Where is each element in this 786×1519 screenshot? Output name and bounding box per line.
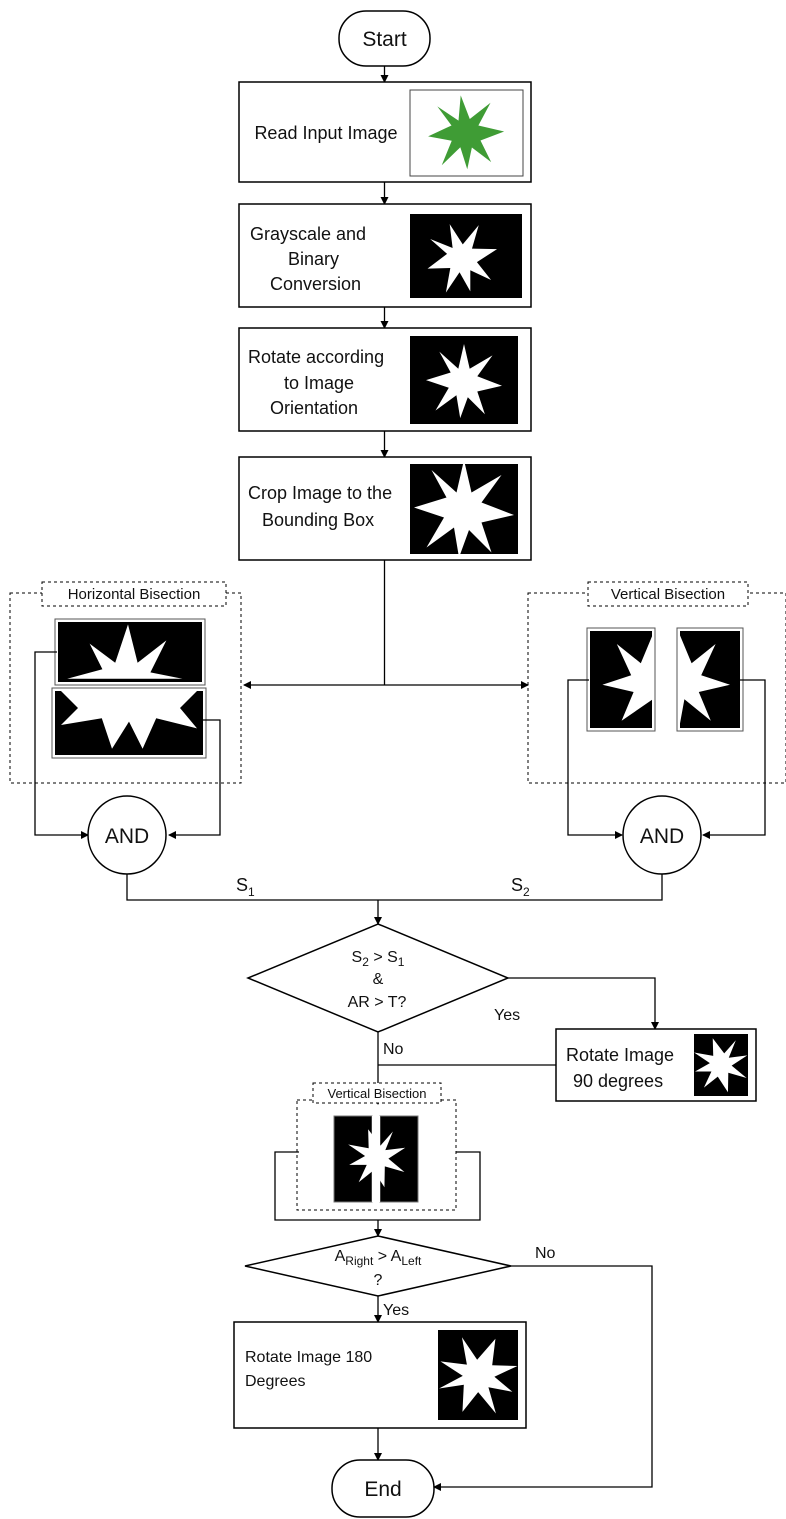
connector — [168, 719, 221, 839]
end-terminal — [331, 1459, 435, 1518]
vertical-bisection-title-box — [587, 581, 749, 607]
rotate-orientation-line2: to Image — [284, 373, 354, 393]
s2-label: S2 — [511, 875, 530, 899]
decision2-yes-label: Yes — [383, 1302, 409, 1319]
rotate-orientation-line1: Rotate according — [248, 347, 384, 367]
rotate-orientation-line3: Orientation — [270, 398, 358, 418]
rotate-90-line1: Rotate Image — [566, 1045, 674, 1065]
horizontal-bisection-title: Horizontal Bisection — [68, 586, 201, 603]
read-input-image-label: Read Input Image — [254, 123, 397, 143]
connector — [567, 679, 623, 839]
crop-line2: Bounding Box — [262, 510, 374, 530]
start-label: Start — [362, 28, 407, 51]
bottom-half-leaf-icon — [61, 691, 197, 749]
vertical-bisection-title: Vertical Bisection — [611, 586, 725, 603]
horizontal-bisection-title-box — [41, 581, 227, 607]
decision1-line3: AR > T? — [348, 994, 407, 1011]
connector — [433, 1265, 653, 1491]
binary-conversion-line1: Grayscale and — [250, 224, 366, 244]
bisection-gap — [372, 1116, 380, 1202]
end-label: End — [364, 1478, 401, 1501]
top-half-leaf-icon — [67, 624, 183, 679]
connector — [378, 1151, 481, 1221]
connector — [702, 679, 766, 839]
connector — [274, 1151, 378, 1221]
right-half-leaf-icon — [679, 634, 730, 726]
decision1-line1: S2 > S1 — [352, 949, 405, 969]
rotate-180-line2: Degrees — [245, 1373, 305, 1390]
and-gate-right-label: AND — [640, 825, 684, 848]
decision2-line2: ? — [374, 1272, 383, 1289]
vertical-bisection-group — [527, 592, 786, 784]
decision2-line1: ARight > ALeft — [335, 1248, 422, 1268]
connector — [508, 977, 659, 1030]
rotate-180-line1: Rotate Image 180 — [245, 1349, 372, 1366]
vertical-bisection-small-title-box — [312, 1082, 442, 1104]
left-half-leaf-icon — [602, 634, 653, 726]
decision1-yes-label: Yes — [494, 1007, 520, 1024]
and-gate-left-label: AND — [105, 825, 149, 848]
decision2-no-label: No — [535, 1245, 556, 1262]
binary-conversion-line3: Conversion — [270, 274, 361, 294]
s1-label: S1 — [236, 875, 255, 899]
decision1-line2: & — [373, 971, 384, 988]
binary-conversion-line2: Binary — [288, 249, 339, 269]
crop-line1: Crop Image to the — [248, 483, 392, 503]
connector — [126, 874, 663, 901]
decision1-no-label: No — [383, 1041, 404, 1058]
rotate-90-line2: 90 degrees — [573, 1071, 663, 1091]
vertical-bisection-small-title: Vertical Bisection — [328, 1086, 427, 1101]
connector — [34, 651, 89, 839]
